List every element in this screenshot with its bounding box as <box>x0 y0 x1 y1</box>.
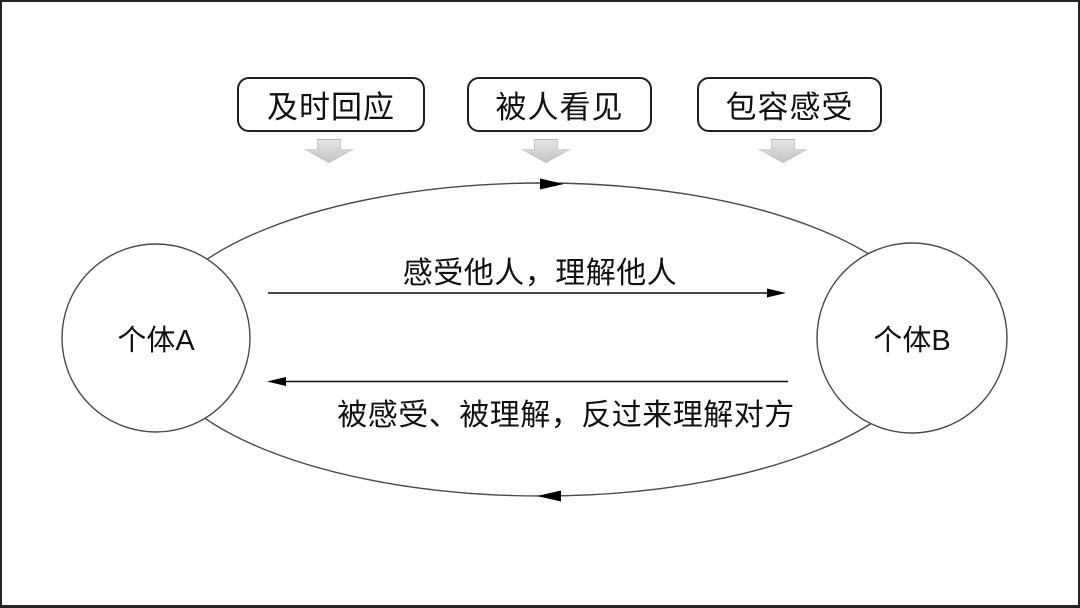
loop-top-arrowhead-icon <box>540 178 564 190</box>
backward-arrowhead-icon <box>267 377 286 386</box>
backward-flow-label: 被感受、被理解，反过来理解对方 <box>337 399 795 432</box>
individual-a-label: 个体A <box>117 325 195 357</box>
loop-bottom-arrowhead-icon <box>537 490 561 502</box>
forward-arrowhead-icon <box>767 288 786 298</box>
label-box-being-seen-text: 被人看见 <box>495 90 624 125</box>
feedback-loop-ellipse <box>151 182 933 497</box>
label-box-timely-response-text: 及时回应 <box>267 90 395 125</box>
label-box-accept-feelings-text: 包容感受 <box>725 90 854 125</box>
label-box-accept-feelings: 包容感受 <box>697 77 882 132</box>
individual-b-circle <box>816 242 1008 434</box>
label-box-being-seen: 被人看见 <box>467 77 652 132</box>
forward-flow-label: 感受他人，理解他人 <box>402 257 678 290</box>
individual-a-circle <box>61 243 251 433</box>
label-box-timely-response: 及时回应 <box>237 77 425 132</box>
individual-b-label: 个体B <box>873 325 951 357</box>
